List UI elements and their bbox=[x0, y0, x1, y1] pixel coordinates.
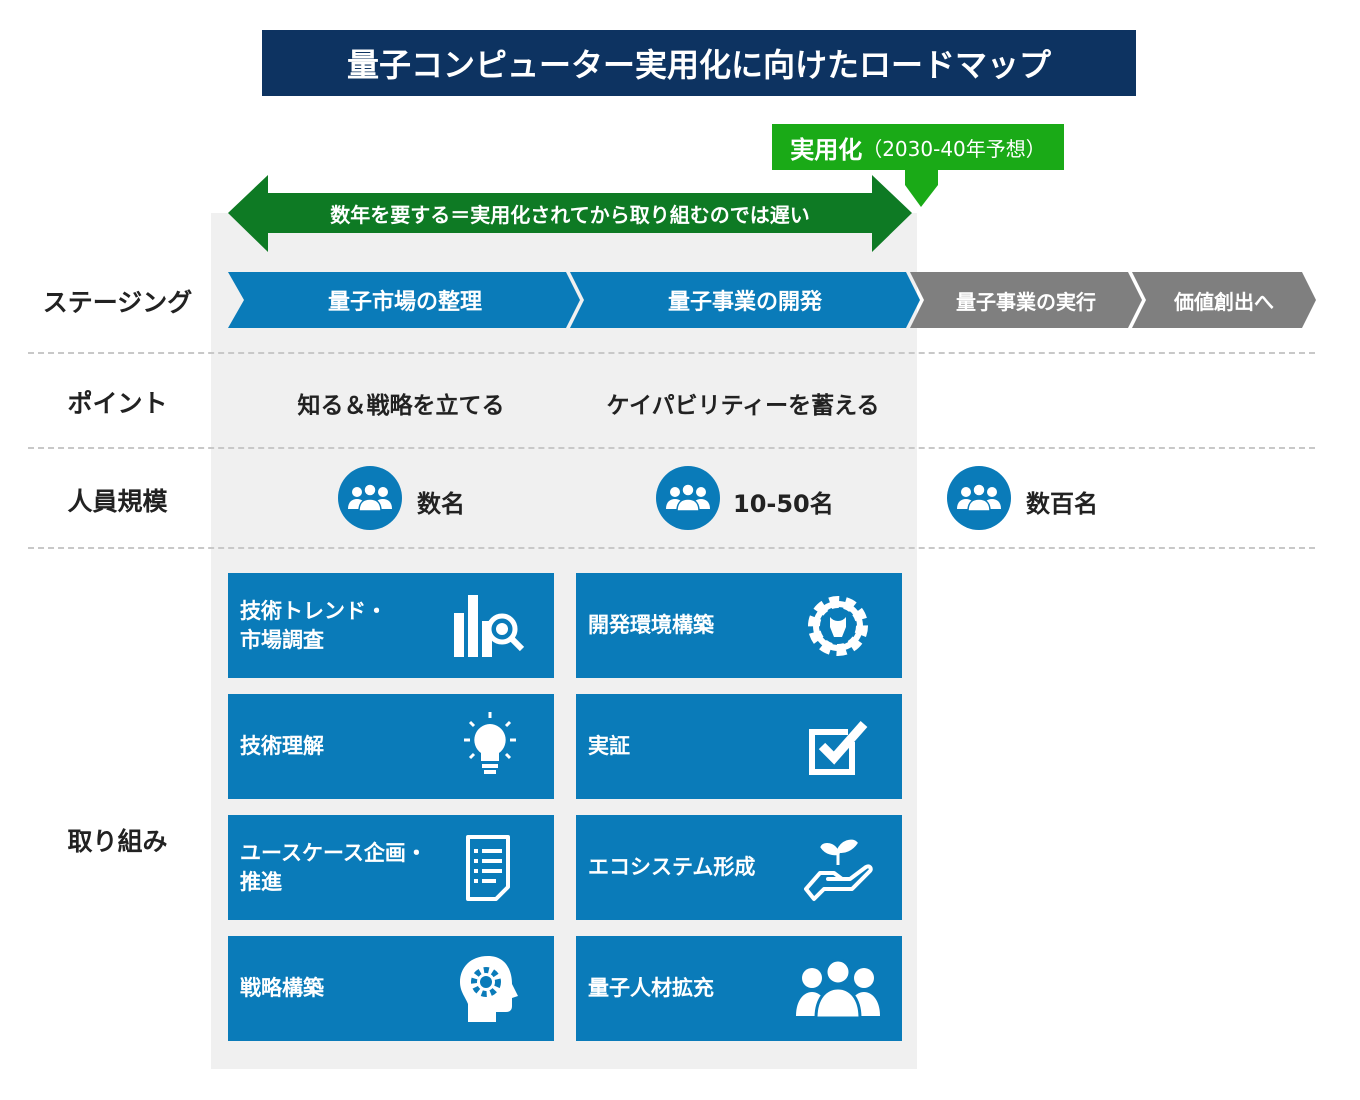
card-label: ユースケース企画・ 推進 bbox=[240, 840, 427, 894]
initiative-card: 量子人材拡充 bbox=[576, 936, 902, 1041]
card-label: 量子人材拡充 bbox=[588, 976, 714, 1000]
stage-chevron-3 bbox=[910, 272, 1142, 328]
stage-label: 量子事業の実行 bbox=[956, 289, 1096, 314]
checkbox-icon bbox=[809, 721, 868, 775]
milestone-box bbox=[772, 124, 1064, 170]
row-label-staging: ステージング bbox=[42, 288, 193, 317]
point-text: ケイパビリティーを蓄える bbox=[606, 393, 880, 419]
headcount-value: 数名 bbox=[417, 490, 465, 518]
milestone-label: 実用化（2030-40年予想） bbox=[772, 124, 1064, 170]
chart-search-icon bbox=[454, 595, 525, 657]
divider bbox=[28, 547, 1315, 549]
row-label-headcount: 人員規模 bbox=[67, 487, 168, 516]
initiative-card: 戦略構築 bbox=[228, 936, 554, 1041]
span-arrow-label: 数年を要する＝実用化されてから取り組むのでは遅い bbox=[330, 202, 810, 227]
gear-wrench-icon bbox=[808, 596, 868, 656]
milestone-pointer bbox=[905, 170, 938, 207]
stage-chevron-4 bbox=[1132, 272, 1316, 328]
initiative-card: 技術理解 bbox=[228, 694, 554, 799]
divider bbox=[28, 352, 1315, 354]
initiative-card: ユースケース企画・ 推進 bbox=[228, 815, 554, 920]
people-icon bbox=[338, 466, 402, 530]
page-title: 量子コンピューター実用化に向けたロードマップ bbox=[262, 30, 1136, 96]
initiative-card: 開発環境構築 bbox=[576, 573, 902, 678]
card-label: エコシステム形成 bbox=[588, 855, 756, 879]
people-icon bbox=[796, 958, 880, 1020]
milestone-detail: （2030-40年予想） bbox=[862, 136, 1046, 161]
stage-label: 価値創出へ bbox=[1174, 289, 1274, 314]
lightbulb-icon bbox=[464, 712, 516, 774]
people-icon bbox=[947, 466, 1011, 530]
row-label-point: ポイント bbox=[67, 389, 168, 418]
people-icon bbox=[656, 466, 720, 530]
initiative-card: 実証 bbox=[576, 694, 902, 799]
card-label: 開発環境構築 bbox=[588, 613, 714, 637]
head-gear-icon bbox=[460, 956, 518, 1022]
row-label-initiatives: 取り組み bbox=[67, 827, 168, 856]
initiative-card: 技術トレンド・ 市場調査 bbox=[228, 573, 554, 678]
sprout-hand-icon bbox=[804, 839, 873, 901]
span-double-arrow bbox=[228, 175, 912, 252]
point-text: 知る＆戦略を立てる bbox=[297, 393, 505, 419]
headcount-value: 10-50名 bbox=[733, 490, 834, 518]
card-label: 技術理解 bbox=[240, 734, 324, 758]
headcount-value: 数百名 bbox=[1026, 490, 1098, 518]
divider bbox=[28, 447, 1315, 449]
stage-chevron-1 bbox=[228, 272, 580, 328]
card-label: 技術トレンド・ 市場調査 bbox=[240, 598, 387, 652]
document-list-icon bbox=[466, 835, 510, 901]
card-label: 実証 bbox=[588, 734, 630, 758]
stage-label: 量子事業の開発 bbox=[667, 290, 822, 315]
milestone-strong: 実用化 bbox=[790, 135, 863, 164]
stage-label: 量子市場の整理 bbox=[327, 290, 482, 315]
stage-chevron-2 bbox=[570, 272, 920, 328]
initiative-card: エコシステム形成 bbox=[576, 815, 902, 920]
card-label: 戦略構築 bbox=[240, 976, 324, 1000]
